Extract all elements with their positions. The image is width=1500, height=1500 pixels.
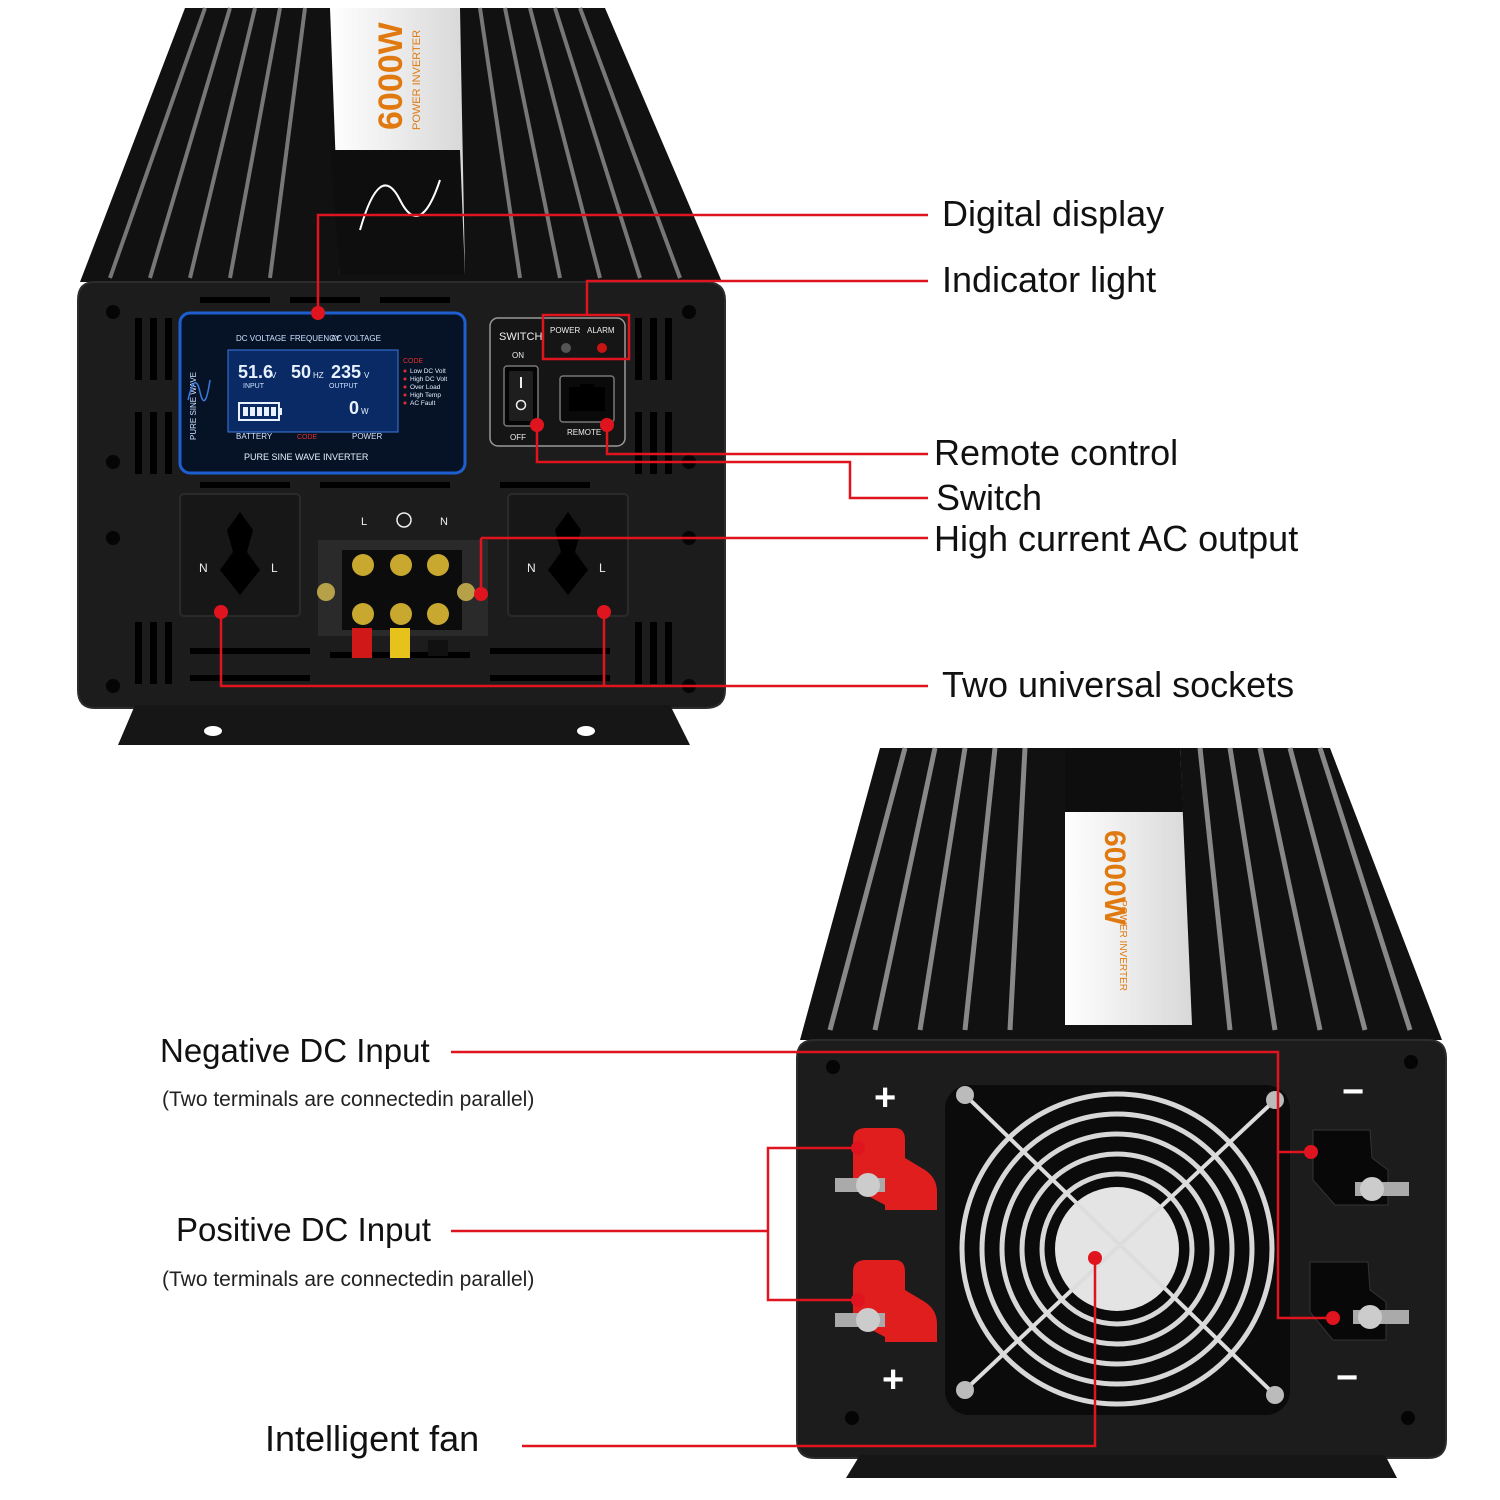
lcd-ac-voltage-label: AC VOLTAGE — [331, 334, 381, 343]
power-led-label: POWER — [550, 326, 580, 335]
callout-remote-control: Remote control — [934, 432, 1179, 473]
lcd-code-item: Low DC Volt — [410, 368, 446, 375]
callout-negative-dc: Negative DC Input — [160, 1032, 430, 1069]
callout-line-indicator-light — [585, 279, 928, 315]
callout-line-sockets — [219, 612, 928, 688]
terminal-label-l: L — [361, 516, 367, 528]
callout-positive-dc: Positive DC Input — [176, 1211, 431, 1248]
callout-positive-dc-note: (Two terminals are connectedin parallel) — [162, 1268, 535, 1291]
switch-label: SWITCH — [499, 331, 542, 343]
rear-brand-panel — [1065, 748, 1192, 1025]
rear-screws — [826, 1055, 1418, 1425]
callout-line-switch — [535, 425, 928, 500]
remote-label: REMOTE — [567, 428, 601, 437]
rear-plus-sign-bottom: + — [882, 1359, 904, 1401]
rear-minus-sign-bottom: − — [1336, 1357, 1358, 1399]
front-fins — [108, 7, 682, 279]
ac-terminal-block: L N — [317, 512, 488, 658]
cooling-fan — [945, 1085, 1290, 1415]
socket-letter-l: L — [271, 561, 278, 575]
lcd-code-item: AC Fault — [410, 400, 435, 407]
callout-line-negative-dc — [451, 1050, 1333, 1320]
lcd-sine-icon — [187, 379, 211, 402]
lcd-code-list: Low DC Volt High DC Volt Over Load High … — [403, 368, 447, 407]
callout-sockets: Two universal sockets — [942, 664, 1295, 705]
negative-terminal-top — [1312, 1129, 1409, 1206]
callout-switch: Switch — [936, 477, 1043, 518]
rear-minus-sign-top: − — [1342, 1071, 1364, 1113]
callout-line-digital-display — [316, 213, 928, 313]
lcd-battery-icon — [238, 402, 282, 421]
socket-letter-n: N — [199, 561, 208, 575]
lcd-battery-label: BATTERY — [236, 432, 273, 441]
front-brand-text: 6000W — [372, 21, 410, 130]
rear-fins — [827, 747, 1413, 1031]
power-switch[interactable] — [503, 365, 539, 427]
lcd-input-label: INPUT — [243, 383, 265, 390]
callout-line-remote — [605, 425, 928, 456]
rear-plus-sign-top: + — [874, 1077, 896, 1119]
positive-terminal-bottom — [835, 1260, 937, 1342]
callout-ac-output: High current AC output — [934, 518, 1299, 559]
callout-indicator-light: Indicator light — [942, 259, 1157, 300]
rear-mount-bracket — [846, 1455, 1397, 1478]
lcd-freq-unit: HZ — [313, 371, 324, 380]
lcd-footer: PURE SINE WAVE INVERTER — [244, 452, 369, 462]
universal-socket-right: N L — [507, 493, 629, 617]
terminal-label-n: N — [440, 516, 448, 528]
lcd-freq-value: 50 — [291, 362, 311, 382]
lcd-input-value: 51.6 — [238, 362, 273, 382]
positive-terminal-top — [835, 1128, 937, 1210]
lcd-display: DC VOLTAGE FREQUENCY AC VOLTAGE 51.6 V I… — [178, 311, 467, 475]
alarm-led — [597, 343, 607, 353]
front-brand-subtext: POWER INVERTER — [411, 30, 423, 130]
lcd-dc-voltage-label: DC VOLTAGE — [236, 334, 286, 343]
switch-off-label: OFF — [510, 433, 526, 442]
front-mount-bracket — [118, 705, 690, 745]
lcd-output-unit: V — [364, 371, 370, 380]
front-sine-wave-logo — [359, 179, 441, 231]
lcd-power-value: 0 — [349, 398, 359, 418]
remote-port[interactable] — [559, 375, 615, 423]
lcd-code-item: Over Load — [410, 384, 441, 391]
control-panel: SWITCH ON OFF POWER ALARM REMOTE — [489, 317, 626, 447]
alarm-led-label: ALARM — [587, 326, 615, 335]
socket-letter-l: L — [599, 561, 606, 575]
lcd-output-label: OUTPUT — [329, 383, 359, 390]
lcd-code-title: CODE — [403, 358, 424, 365]
rear-brand-subtext: POWER INVERTER — [1117, 900, 1128, 991]
indicator-highlight-box — [541, 313, 631, 361]
lcd-code-label: CODE — [297, 434, 318, 441]
lcd-input-unit: V — [271, 371, 277, 380]
front-vents — [135, 297, 672, 684]
universal-socket-left: N L — [179, 493, 301, 617]
front-inverter: 6000W POWER INVERTER — [77, 7, 726, 745]
lcd-side-label: PURE SINE WAVE — [189, 372, 198, 440]
callout-intelligent-fan: Intelligent fan — [265, 1418, 480, 1459]
ground-icon — [396, 512, 412, 528]
rear-inverter: 6000W POWER INVERTER + + − − — [796, 747, 1447, 1478]
callout-negative-dc-note: (Two terminals are connectedin parallel) — [162, 1088, 535, 1111]
lcd-code-item: High Temp — [410, 392, 441, 399]
switch-on-label: ON — [512, 351, 524, 360]
lcd-code-item: High DC Volt — [410, 376, 447, 383]
power-led — [561, 343, 571, 353]
lcd-output-value: 235 — [331, 362, 361, 382]
lcd-power-unit: W — [361, 407, 369, 416]
callout-lines — [219, 213, 1333, 1448]
callout-digital-display: Digital display — [942, 193, 1165, 234]
lcd-frequency-label: FREQUENCY — [290, 334, 341, 343]
callout-dots — [214, 306, 1340, 1325]
callout-line-fan — [522, 1258, 1097, 1448]
rear-brand-text: 6000W — [1098, 830, 1131, 926]
lcd-power-label: POWER — [352, 432, 382, 441]
socket-letter-n: N — [527, 561, 536, 575]
